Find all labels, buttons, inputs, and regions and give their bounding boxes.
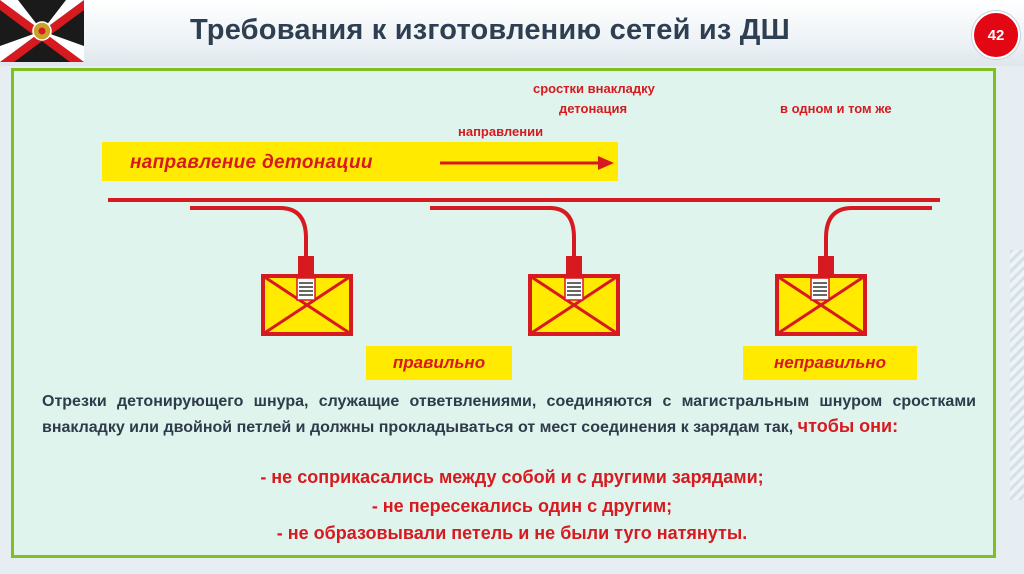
detonator-cap-1 bbox=[298, 256, 314, 278]
correct-label: правильно bbox=[366, 346, 512, 380]
bullet-item-3: - не образовывали петель и не были туго … bbox=[276, 523, 748, 543]
paragraph-text: Отрезки детонирующего шнура, служащие от… bbox=[42, 393, 976, 436]
slide-header: Требования к изготовлению сетей из ДШ 42 bbox=[0, 0, 1024, 66]
bullet-item-1: - не соприкасались между собой и с други… bbox=[260, 467, 764, 487]
direction-label: направление детонации bbox=[130, 152, 373, 173]
detonator-cap-3 bbox=[818, 256, 834, 278]
incorrect-label: неправильно bbox=[743, 346, 917, 380]
page-title: Требования к изготовлению сетей из ДШ bbox=[190, 14, 791, 46]
explosive-charge-1 bbox=[261, 274, 353, 336]
detonator-cap-2 bbox=[566, 256, 582, 278]
branch-cord-1 bbox=[190, 206, 308, 262]
requirements-paragraph: Отрезки детонирующего шнура, служащие от… bbox=[42, 390, 976, 440]
same-label: в одном и том же bbox=[780, 101, 892, 116]
direction-word-label: направлении bbox=[458, 124, 544, 139]
decorative-stripes bbox=[1010, 250, 1024, 500]
direction-arrow-icon bbox=[440, 156, 614, 170]
detonation-label: детонация bbox=[559, 101, 628, 116]
branch-cord-3 bbox=[824, 206, 932, 262]
bullet-item-2: - не пересекались один с другим; bbox=[371, 496, 673, 516]
explosive-charge-3 bbox=[775, 274, 867, 336]
paragraph-accent: чтобы они: bbox=[797, 416, 899, 436]
military-flag-icon bbox=[0, 0, 84, 62]
explosive-charge-2 bbox=[528, 274, 620, 336]
branch-cord-2 bbox=[430, 206, 576, 262]
page-number-badge: 42 bbox=[972, 11, 1020, 59]
splices-label: сростки внакладку bbox=[533, 81, 655, 96]
